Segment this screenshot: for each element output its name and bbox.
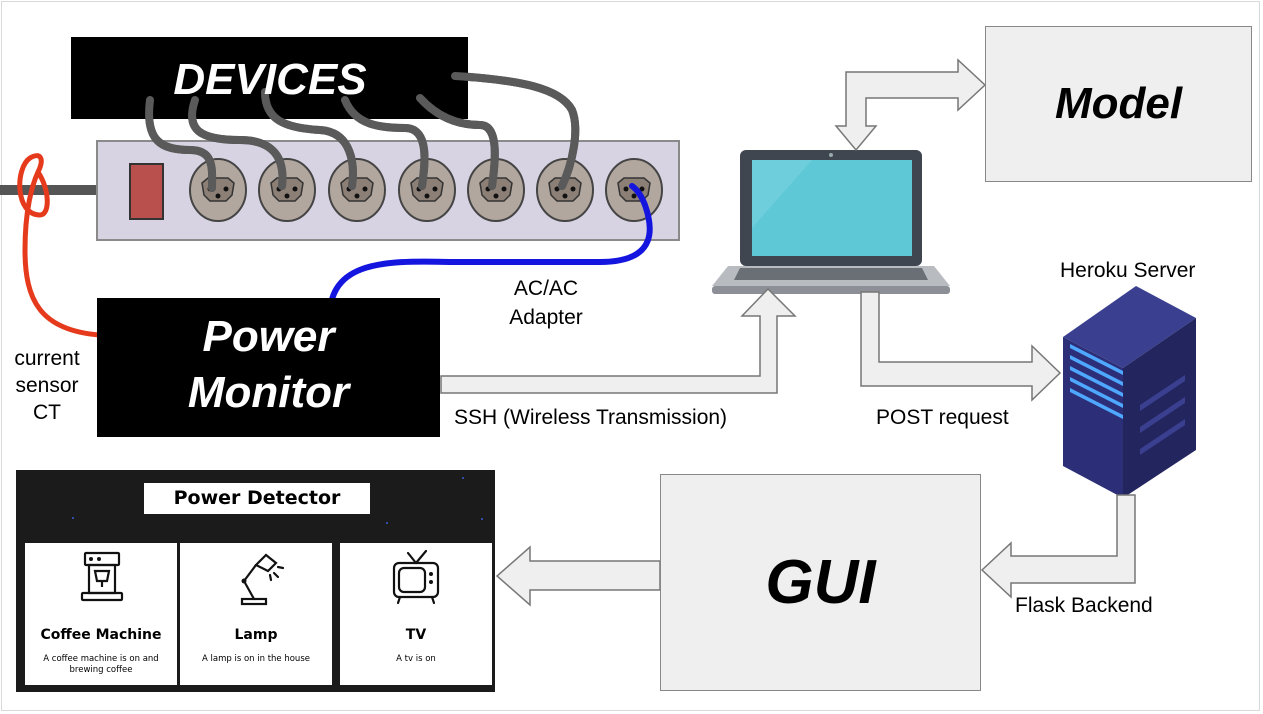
server-lights: [1070, 344, 1185, 455]
star-dot: [462, 477, 464, 479]
server-light: [1070, 377, 1123, 408]
flow-arrow: [834, 58, 987, 152]
outlet-hole: [432, 186, 438, 192]
outlet-hole: [424, 193, 430, 199]
outlet-hole: [501, 186, 507, 192]
flow-arrow: [440, 287, 797, 394]
adapter-wire: [326, 183, 653, 328]
device-cord: [416, 94, 499, 190]
server-light: [1070, 344, 1123, 375]
outlet-hole: [639, 186, 645, 192]
outlet-socket: [536, 158, 594, 222]
outlet-hole: [362, 186, 368, 192]
card-title: Lamp: [234, 627, 278, 643]
device-cord: [261, 88, 357, 190]
outlet-socket: [189, 158, 247, 222]
heroku-server: [1063, 286, 1196, 498]
laptop-base: [712, 286, 950, 294]
coffee-machine-icon: [80, 551, 124, 602]
current-sensor-label: current sensor CT: [8, 345, 86, 426]
server-top: [1063, 286, 1196, 368]
device-cord: [188, 96, 287, 190]
device-card-lamp: Lamp A lamp is on in the house: [180, 543, 332, 685]
laptop-camera: [829, 153, 833, 157]
outlet-socket: [328, 158, 386, 222]
power-strip: [0, 140, 680, 241]
ssh-label: SSH (Wireless Transmission): [454, 406, 728, 429]
gui-app-title: Power Detector: [144, 483, 370, 514]
outlet-hole: [562, 193, 568, 199]
server-light: [1070, 355, 1123, 386]
device-cord: [341, 96, 429, 190]
post-request-label: POST request: [876, 406, 1009, 429]
devices-label: DEVICES: [173, 55, 366, 104]
outlet-hole: [631, 193, 637, 199]
flask-backend-label: Flask Backend: [1015, 594, 1153, 617]
flow-arrows: [440, 58, 1136, 607]
power-monitor-line1: Power: [202, 312, 335, 361]
adapter-label: AC/AC Adapter: [498, 274, 594, 332]
adapter-line2: Adapter: [509, 306, 583, 329]
server-vent: [1140, 397, 1185, 433]
model-box: Model: [985, 26, 1252, 182]
outlet-socket: [258, 158, 316, 222]
flow-arrow: [860, 291, 1062, 402]
device-cords-top: [145, 72, 580, 192]
power-monitor-line2: Monitor: [187, 368, 350, 417]
device-card-tv: TV A tv is on: [340, 543, 492, 685]
socket-group: [189, 158, 663, 222]
server-vent: [1140, 419, 1185, 455]
server-vent: [1140, 375, 1185, 411]
strip-switch: [129, 163, 164, 220]
tv-icon: [392, 549, 440, 605]
device-cord: [145, 96, 217, 192]
outlet-hole: [284, 193, 290, 199]
card-description: A coffee machine is on and brewing coffe…: [43, 654, 159, 675]
outlet-hole: [215, 193, 221, 199]
outlet-hole: [623, 186, 629, 192]
outlet-hole: [554, 186, 560, 192]
card-description: A tv is on: [396, 654, 436, 664]
card-description: A lamp is on in the house: [202, 654, 310, 664]
server-light: [1070, 388, 1123, 419]
outlet-hole: [570, 186, 576, 192]
flow-arrow: [980, 494, 1136, 599]
gui-box: GUI: [660, 474, 981, 691]
laptop: [712, 150, 950, 294]
card-title: TV: [405, 627, 427, 643]
server-light: [1070, 366, 1123, 397]
star-dot: [386, 522, 388, 524]
current-sensor-line1: current: [14, 347, 80, 370]
gui-label: GUI: [765, 548, 876, 617]
heroku-server-label: Heroku Server: [1060, 259, 1196, 282]
card-title: Coffee Machine: [40, 627, 162, 643]
star-dot: [481, 518, 483, 520]
current-sensor-line3: CT: [33, 401, 61, 424]
outlet-hole: [354, 193, 360, 199]
star-dot: [72, 517, 74, 519]
ct-sensor-wire: [17, 153, 102, 338]
laptop-keyboard: [734, 268, 928, 280]
device-card-coffee-machine: Coffee Machine A coffee machine is on an…: [25, 543, 177, 685]
device-cord: [451, 72, 580, 190]
lamp-icon: [240, 553, 285, 606]
adapter-line1: AC/AC: [513, 277, 579, 300]
power-monitor-box: Power Monitor: [97, 298, 440, 437]
outlet-hole: [292, 186, 298, 192]
current-sensor-line2: sensor: [15, 374, 79, 397]
flow-arrow: [495, 545, 661, 607]
laptop-screen-glare: [752, 160, 812, 228]
gui-screenshot: Power Detector Coffee Machine A coffee m…: [16, 470, 495, 692]
outlet-hole: [223, 186, 229, 192]
outlet-hole: [493, 193, 499, 199]
model-label: Model: [1054, 79, 1183, 128]
